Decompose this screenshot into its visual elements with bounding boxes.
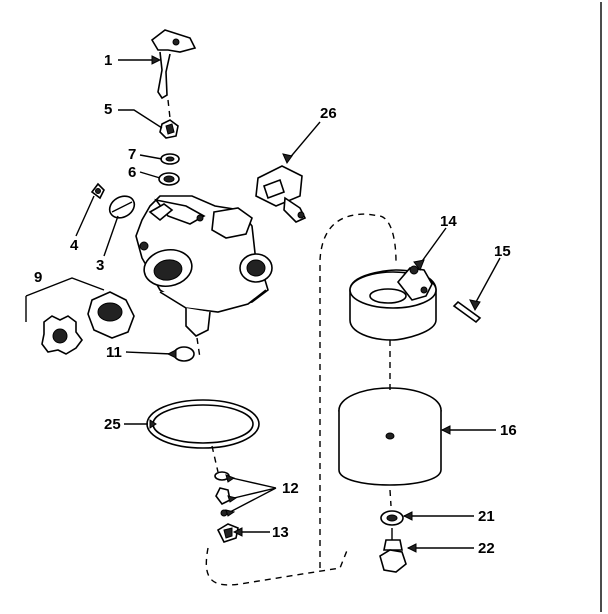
label-7: 7	[128, 146, 136, 163]
part-16-bowl	[338, 387, 442, 486]
label-16: 16	[500, 422, 517, 439]
part-7-washer	[160, 153, 180, 165]
label-5: 5	[104, 101, 112, 118]
part-5-clip	[159, 119, 179, 139]
label-25: 25	[104, 416, 121, 433]
part-1-bracket	[150, 29, 197, 119]
part-6-seal	[158, 172, 180, 186]
part-4-screw	[90, 182, 105, 200]
label-13: 13	[272, 524, 289, 541]
label-11: 11	[106, 344, 122, 361]
label-4: 4	[70, 237, 79, 254]
label-6: 6	[128, 164, 136, 181]
label-15: 15	[494, 243, 511, 260]
part-12-needle-set	[214, 471, 231, 517]
label-26: 26	[320, 105, 337, 122]
leader-lines	[75, 59, 501, 549]
part-26-fitting	[255, 165, 307, 223]
guide-line-12	[211, 445, 219, 473]
part-25-gasket	[146, 399, 260, 449]
label-1: 1	[104, 52, 112, 69]
leader-arrowheads	[149, 55, 481, 553]
part-22-bowl-nut	[379, 528, 407, 573]
label-12: 12	[282, 480, 299, 497]
guide-loop	[205, 547, 349, 586]
label-21: 21	[478, 508, 495, 525]
label-14: 14	[440, 213, 457, 230]
label-3: 3	[96, 257, 104, 274]
part-21-washer	[380, 510, 404, 526]
label-9: 9	[34, 269, 42, 286]
part-14-float	[349, 265, 437, 341]
part-11-seat	[173, 346, 195, 362]
carburetor-body	[135, 195, 273, 359]
part-3-throttle-plate	[108, 195, 136, 219]
label-22: 22	[478, 540, 495, 557]
part-9-choke-assembly	[25, 277, 135, 355]
part-15-pin	[452, 300, 482, 324]
guide-center-lower	[389, 489, 392, 507]
guide-loop-upper	[319, 213, 397, 568]
